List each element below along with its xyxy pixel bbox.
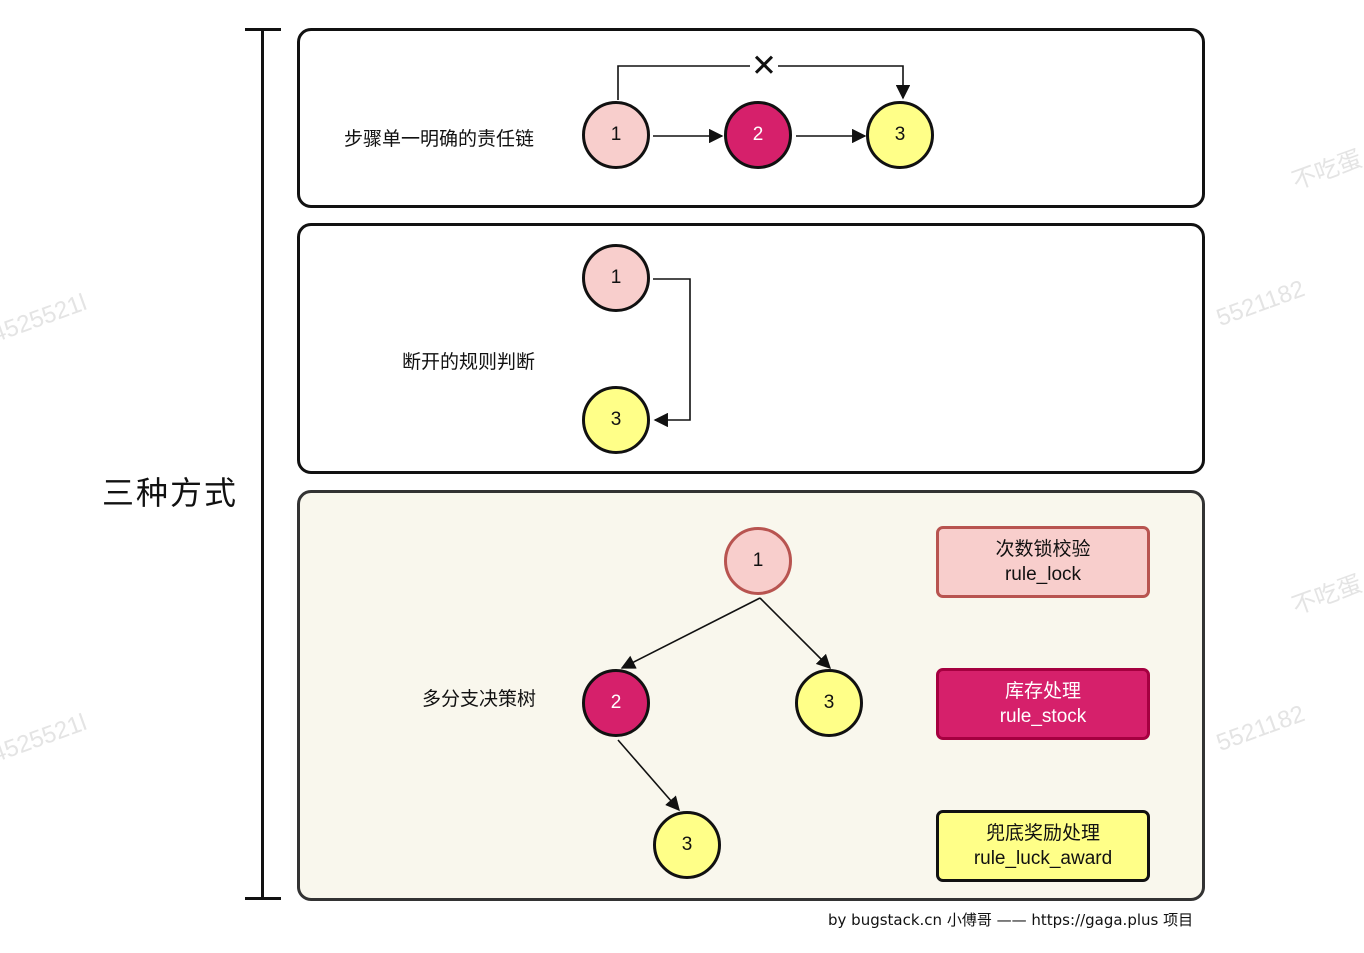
legend-code: rule_luck_award [973, 848, 1113, 869]
footer-credit: by bugstack.cn 小傅哥 —— https://gaga.plus … [828, 911, 1194, 929]
legend-title: 兜底奖励处理 [985, 822, 1100, 844]
bracket-top-cap [245, 28, 281, 31]
chain-node-1: 1 [582, 101, 650, 169]
arrow-root-to-right [759, 597, 832, 670]
arrow-left-to-leaf [617, 739, 680, 812]
legend-rule-stock: 库存处理 rule_stock [936, 668, 1150, 740]
tree-node-leaf: 3 [653, 811, 721, 879]
tree-label: 多分支决策树 [422, 688, 537, 710]
break-panel [297, 223, 1205, 474]
legend-title: 库存处理 [1004, 680, 1081, 702]
chain-node-2: 2 [724, 101, 792, 169]
arrow-break-1-to-3 [653, 278, 691, 428]
tree-node-root: 1 [724, 527, 792, 595]
break-label: 断开的规则判断 [402, 351, 536, 373]
bracket-line [261, 29, 264, 900]
legend-rule-luck-award: 兜底奖励处理 rule_luck_award [936, 810, 1150, 882]
legend-code: rule_lock [1004, 564, 1082, 585]
bracket-bottom-cap [245, 897, 281, 900]
chain-label: 步骤单一明确的责任链 [344, 128, 535, 150]
break-node-3: 3 [582, 386, 650, 454]
close-icon: ✕ [750, 48, 778, 84]
arrow-root-to-left [620, 597, 761, 669]
legend-title: 次数锁校验 [995, 538, 1091, 560]
break-node-1: 1 [582, 244, 650, 312]
legend-code: rule_stock [999, 706, 1087, 727]
chain-node-3: 3 [866, 101, 934, 169]
bracket-label: 三种方式 [102, 474, 239, 512]
tree-node-left: 2 [582, 669, 650, 737]
legend-rule-lock: 次数锁校验 rule_lock [936, 526, 1150, 598]
tree-node-right: 3 [795, 669, 863, 737]
